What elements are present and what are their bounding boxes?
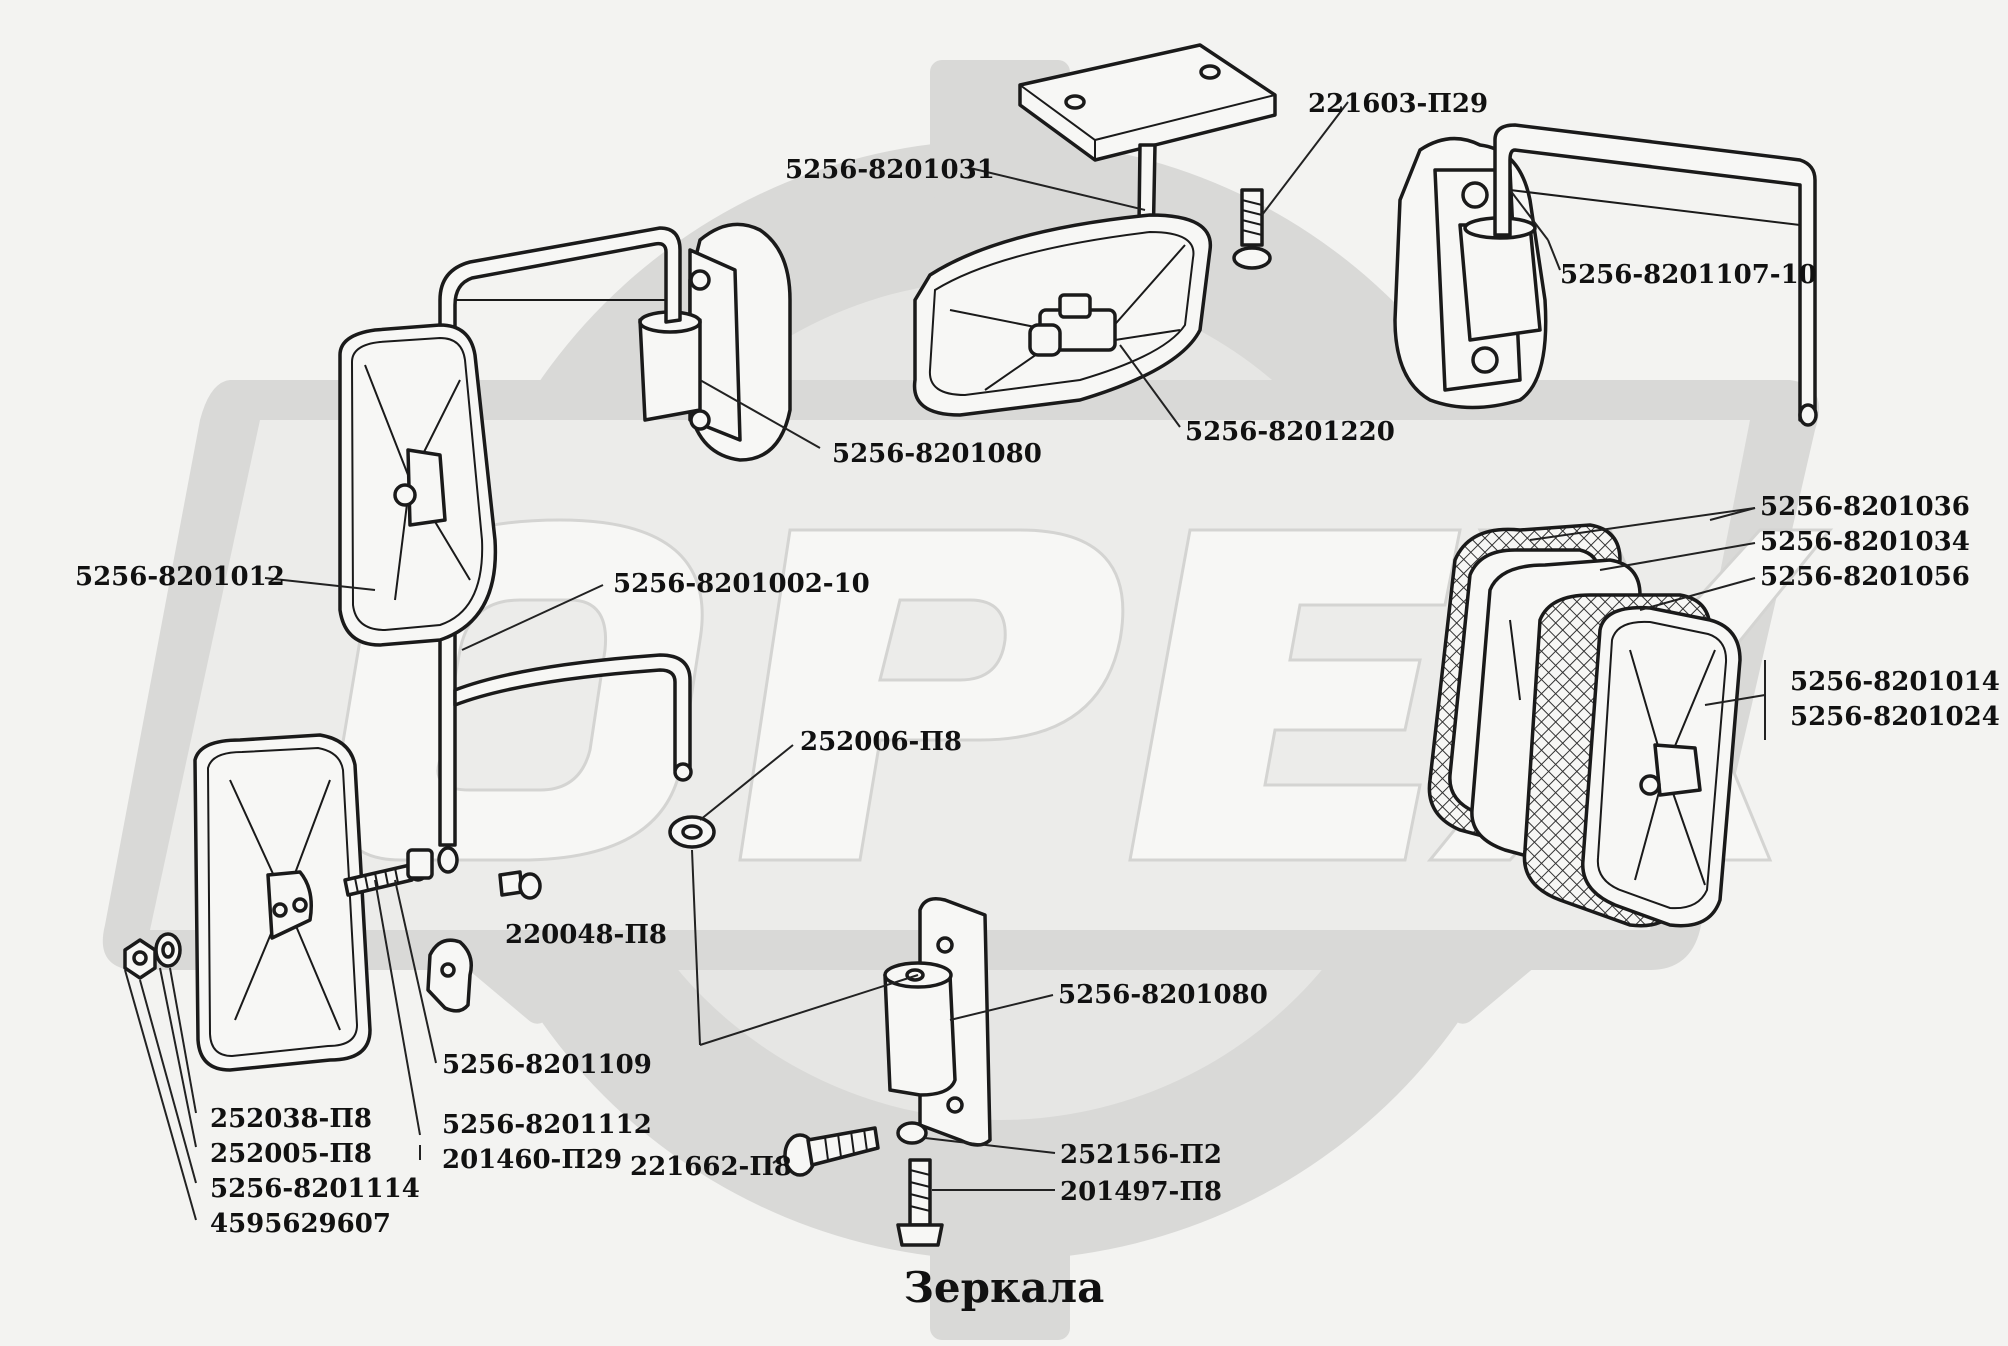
part-label: 221603-П29 xyxy=(1308,89,1488,119)
part-u-rod-right xyxy=(1493,123,1818,427)
part-screw-small xyxy=(498,870,542,900)
diagram-title: Зеркала xyxy=(904,1263,1105,1312)
part-label: 252006-П8 xyxy=(800,727,962,757)
part-mount-plate xyxy=(1018,43,1277,162)
part-label: 5256-8201220 xyxy=(1185,417,1395,447)
part-bolt-top xyxy=(1232,188,1272,270)
part-label: 5256-8201031 xyxy=(785,155,995,185)
part-label: 5256-8201114 xyxy=(210,1174,420,1204)
part-label: 201460-П29 xyxy=(442,1145,622,1175)
part-washer-small xyxy=(154,932,182,968)
part-label: 5256-8201002-10 xyxy=(613,569,870,599)
part-label: 5256-8201080 xyxy=(1058,980,1268,1010)
part-label: 5256-8201036 xyxy=(1760,492,1970,522)
part-label: 201497-П8 xyxy=(1060,1177,1222,1207)
part-mirror-large-right xyxy=(1581,605,1742,928)
part-label: 252005-П8 xyxy=(210,1139,372,1169)
part-washer-center xyxy=(668,815,716,849)
part-label: 252038-П8 xyxy=(210,1104,372,1134)
part-label: 252156-П2 xyxy=(1060,1140,1222,1170)
part-label: 5256-8201012 xyxy=(75,562,285,592)
part-left-door-panel xyxy=(638,222,792,462)
part-label: 220048-П8 xyxy=(505,920,667,950)
part-long-bolt xyxy=(343,848,434,897)
part-label: 5256-8201034 xyxy=(1760,527,1970,557)
part-label: 5256-8201056 xyxy=(1760,562,1970,592)
part-label: 5256-8201107-10 xyxy=(1560,260,1817,290)
part-label: 5256-8201014 xyxy=(1790,667,2000,697)
part-label: 5256-8201080 xyxy=(832,439,1042,469)
part-label: 221662-П8 xyxy=(630,1152,792,1182)
part-right-door-panel xyxy=(1393,136,1548,410)
leader-lines xyxy=(124,101,1766,1221)
part-oval-mirror-top xyxy=(912,213,1213,417)
part-label: 5256-8201112 xyxy=(442,1110,652,1140)
part-bolt-vertical xyxy=(896,1158,944,1247)
part-mirror-large-left xyxy=(338,323,498,647)
part-spring-washer xyxy=(896,1121,928,1145)
part-mirror-small-left xyxy=(193,733,372,1072)
watermark-logo xyxy=(102,60,1834,1340)
part-nut-small xyxy=(123,938,157,980)
part-clamp-small xyxy=(426,938,473,1013)
part-bracket-bottom xyxy=(883,897,992,1147)
part-label: 5256-8201109 xyxy=(442,1050,652,1080)
part-labels: 221603-П29 5256-8201031 5256-8201107-10 … xyxy=(75,89,2000,1239)
part-label: 5256-8201024 xyxy=(1790,702,2000,732)
part-label: 4595629607 xyxy=(210,1209,391,1239)
part-mirror-rod-left xyxy=(437,226,693,874)
